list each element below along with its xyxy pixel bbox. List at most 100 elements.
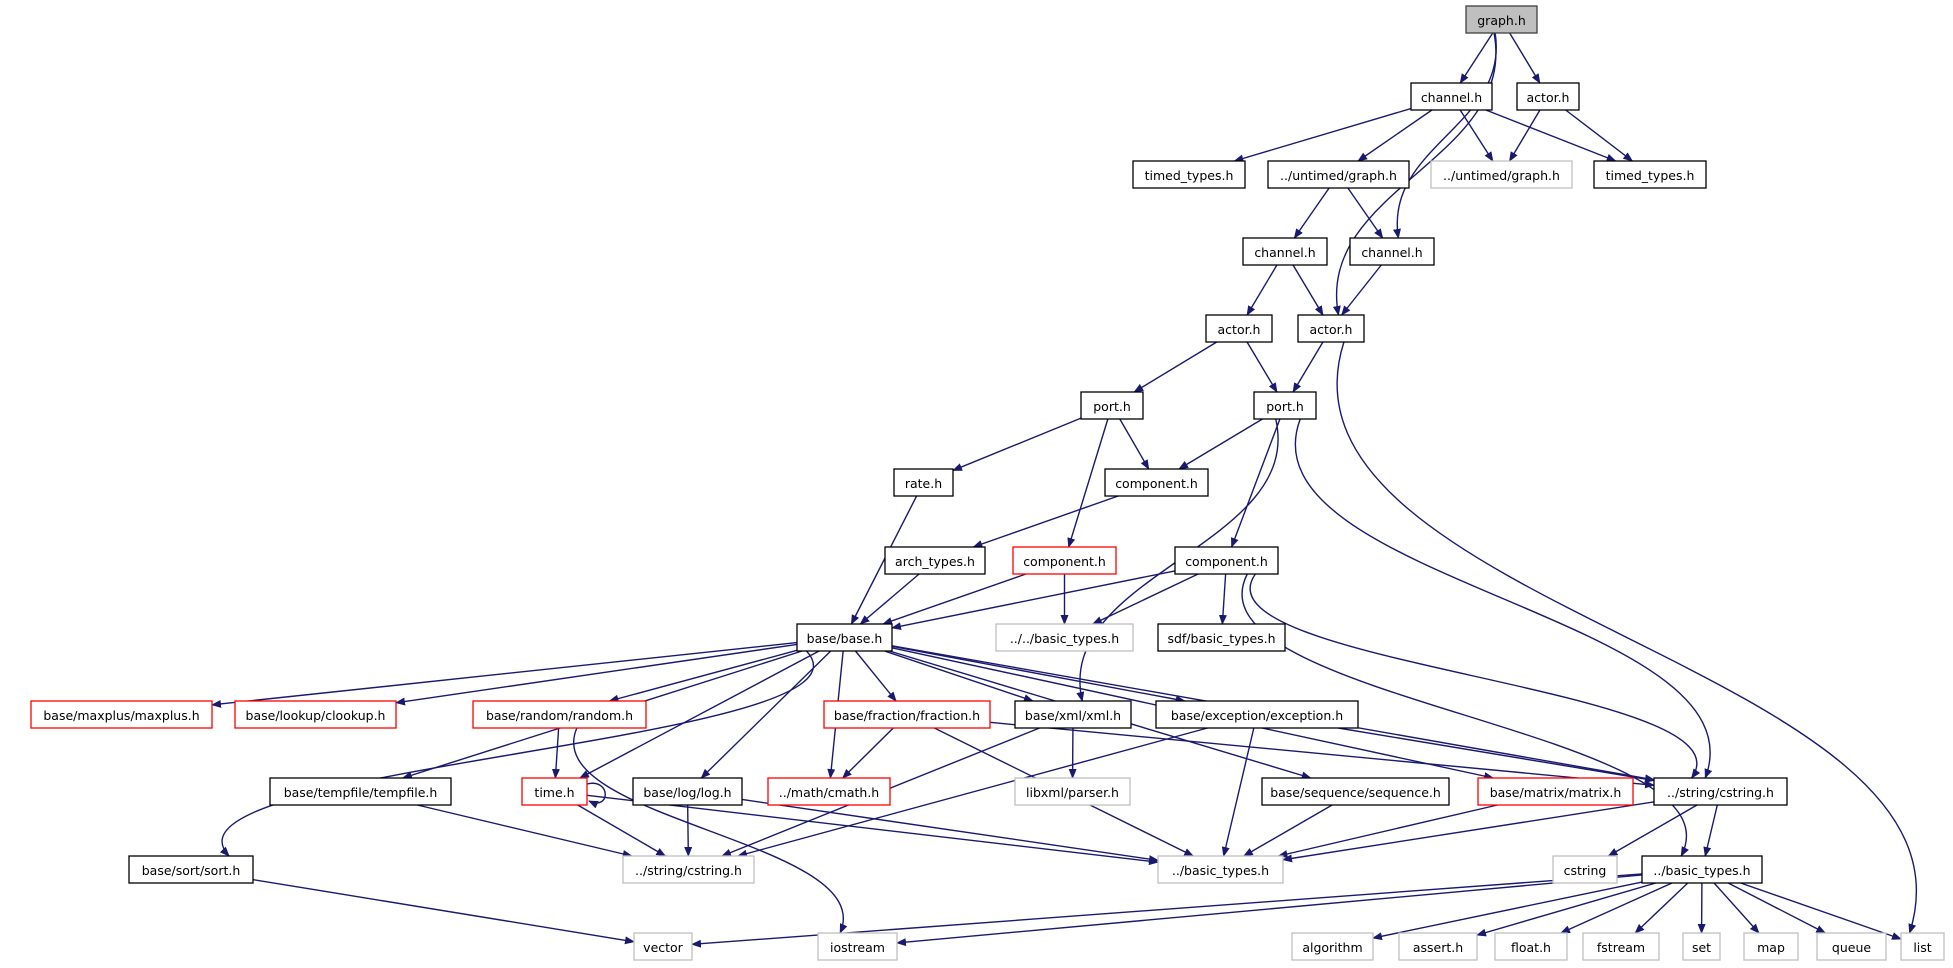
edge-path [1221, 727, 1255, 857]
node-port-r[interactable]: port.h [1253, 391, 1317, 420]
node-time[interactable]: time.h [521, 777, 588, 806]
node-box [1253, 391, 1317, 420]
node-box [1012, 546, 1117, 575]
node-vector: vector [633, 932, 693, 961]
edge-graph-root-to-channel-t [1459, 32, 1494, 84]
edge-path [1292, 341, 1324, 393]
node-box [1465, 5, 1538, 34]
node-box [1267, 160, 1410, 189]
node-label: channel.h [1254, 245, 1315, 260]
node-label: base/random/random.h [486, 708, 633, 723]
node-actor-l3[interactable]: actor.h [1205, 314, 1273, 343]
node-maxplus[interactable]: base/maxplus/maxplus.h [30, 700, 213, 729]
node-xml[interactable]: base/xml/xml.h [1014, 700, 1132, 729]
nodes: graph.h channel.h actor.h timed_types.h ../u… [30, 5, 1945, 961]
node-box [1398, 932, 1478, 961]
edge-exception-to-basic-types-g [1221, 727, 1255, 857]
edge-path [1357, 109, 1433, 162]
edge-fraction-to-cmath [841, 727, 894, 779]
node-label: base/fraction/fraction.h [834, 708, 980, 723]
edge-component-blk-to-sdf-basic-types [1218, 573, 1227, 625]
node-sdf-basic-types[interactable]: sdf/basic_types.h [1157, 623, 1286, 652]
node-basic-types-b[interactable]: ../basic_types.h [1641, 855, 1763, 884]
node-label: base/tempfile/tempfile.h [284, 785, 438, 800]
node-exception[interactable]: base/exception/exception.h [1155, 700, 1359, 729]
edge-component-blk-to-base-base [891, 570, 1176, 631]
node-graph-root[interactable]: graph.h [1465, 5, 1538, 34]
node-label: ../string/cstring.h [1667, 785, 1774, 800]
node-box [884, 546, 986, 575]
edge-path [1246, 341, 1278, 393]
node-channel-l2[interactable]: channel.h [1242, 237, 1328, 266]
node-base-base[interactable]: base/base.h [796, 623, 893, 652]
node-tempfile[interactable]: base/tempfile/tempfile.h [269, 777, 452, 806]
node-box [817, 932, 898, 961]
node-box [30, 700, 213, 729]
edge-basic-types-b-to-float-h [1560, 882, 1673, 934]
edge-path [577, 804, 667, 857]
node-component-mid[interactable]: component.h [1104, 468, 1209, 497]
node-label: channel.h [1361, 245, 1422, 260]
node-label: actor.h [1527, 90, 1570, 105]
node-box [1014, 777, 1131, 806]
node-box [1552, 855, 1618, 884]
node-log[interactable]: base/log/log.h [632, 777, 743, 806]
node-untimed-graph-b[interactable]: ../untimed/graph.h [1267, 160, 1410, 189]
node-label: base/sort/sort.h [142, 863, 241, 878]
edge-basic-types-b-to-map [1713, 882, 1760, 934]
node-iostream: iostream [817, 932, 898, 961]
node-box [1516, 82, 1580, 111]
node-timed-types-l[interactable]: timed_types.h [1132, 160, 1246, 189]
node-label: set [1692, 940, 1711, 955]
edge-sequence-to-basic-types-g [1243, 804, 1333, 857]
edge-path [891, 570, 1176, 631]
node-box [767, 777, 891, 806]
node-fraction[interactable]: base/fraction/fraction.h [823, 700, 991, 729]
edge-graph-root-to-channel-r2 [1393, 32, 1497, 239]
node-label: base/log/log.h [643, 785, 731, 800]
node-port-l[interactable]: port.h [1080, 391, 1144, 420]
node-label: ../untimed/graph.h [1280, 168, 1397, 183]
edge-channel-t-to-timed-types-l [1233, 107, 1412, 163]
edge-port-l-to-rate [952, 417, 1082, 472]
node-sequence[interactable]: base/sequence/sequence.h [1261, 777, 1450, 806]
node-component-blk[interactable]: component.h [1174, 546, 1279, 575]
edge-actor-r3-to-port-r [1292, 341, 1324, 393]
node-channel-t[interactable]: channel.h [1410, 82, 1493, 111]
node-sort[interactable]: base/sort/sort.h [128, 855, 254, 884]
node-box [1410, 82, 1493, 111]
edge-channel-l2-to-actor-r3 [1292, 264, 1324, 316]
node-string-cstring-b[interactable]: ../string/cstring.h [1653, 777, 1788, 806]
node-queue: queue [1816, 932, 1887, 961]
edge-basic-types-b-to-fstream [1634, 882, 1689, 934]
edge-path [579, 650, 820, 779]
node-actor-r3[interactable]: actor.h [1297, 314, 1365, 343]
node-float-h: float.h [1494, 932, 1568, 961]
edge-path [608, 649, 798, 703]
node-component-red[interactable]: component.h [1012, 546, 1117, 575]
node-channel-r2[interactable]: channel.h [1349, 237, 1435, 266]
edge-exception-to-string-cstring-b [1338, 727, 1655, 783]
node-random[interactable]: base/random/random.h [472, 700, 647, 729]
edge-untimed-graph-b-to-channel-l2 [1293, 187, 1330, 239]
edge-path [1336, 341, 1918, 934]
node-assert-h: assert.h [1398, 932, 1478, 961]
edge-string-cstring-b-to-basic-types-g [1282, 801, 1655, 863]
node-box [1349, 237, 1435, 266]
node-cstring: cstring [1552, 855, 1618, 884]
node-clookup[interactable]: base/lookup/clookup.h [234, 700, 397, 729]
edge-path [1634, 882, 1689, 934]
edge-component-blk-to-string-cstring-b [1249, 573, 1701, 779]
edge-path [1282, 801, 1655, 863]
node-box [128, 855, 254, 884]
node-rate[interactable]: rate.h [893, 468, 954, 497]
edge-path [1233, 107, 1412, 163]
node-box [893, 468, 954, 497]
node-arch-types[interactable]: arch_types.h [884, 546, 986, 575]
node-matrix[interactable]: base/matrix/matrix.h [1477, 777, 1634, 806]
node-timed-types-r[interactable]: timed_types.h [1593, 160, 1707, 189]
edge-path [1246, 264, 1278, 316]
edge-actor-l3-to-port-r [1246, 341, 1278, 393]
node-actor-t[interactable]: actor.h [1516, 82, 1580, 111]
node-cmath[interactable]: ../math/cmath.h [767, 777, 891, 806]
